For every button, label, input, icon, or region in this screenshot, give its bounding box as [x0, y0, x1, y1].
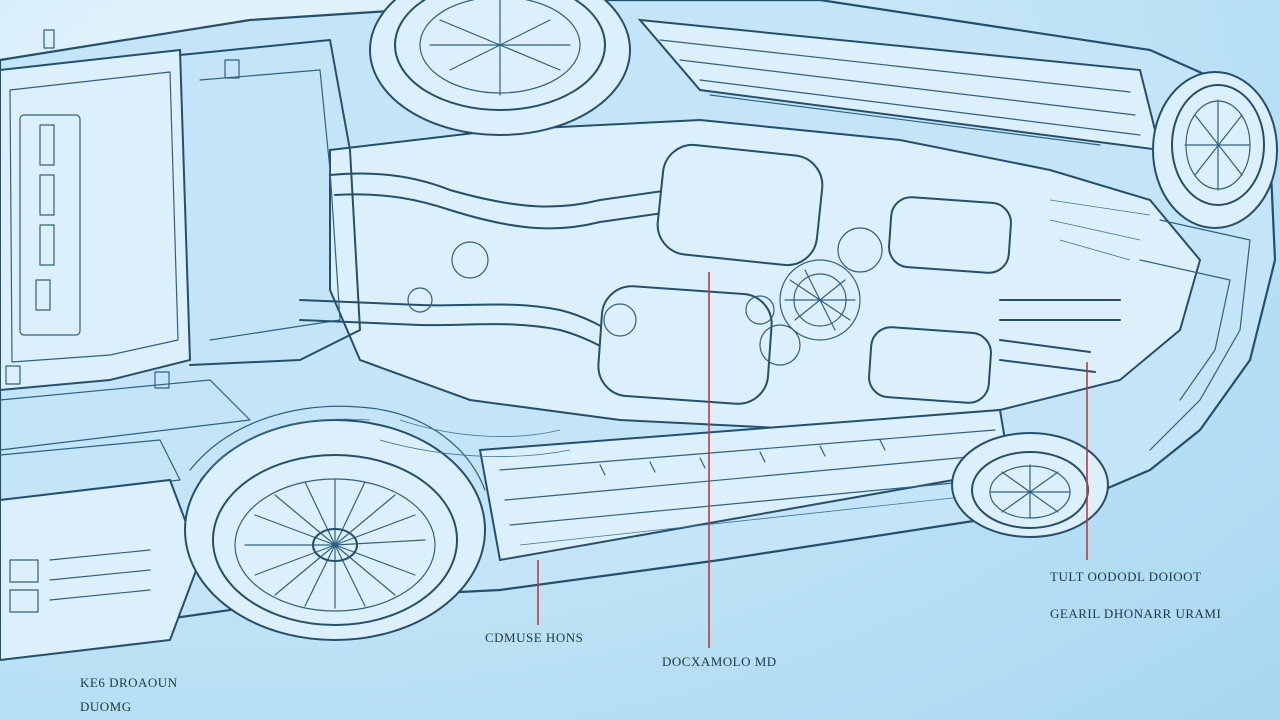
exhaust-pipe-upper: [329, 172, 671, 208]
label-right-lower: GEARIL DHONARR URAMI: [1050, 606, 1222, 621]
label-bottom-left-line2: DUOMG: [80, 699, 132, 714]
front-wheel-upper: [369, 0, 631, 136]
rear-wheel-lower: [951, 432, 1109, 538]
label-right-upper: TULT OODODL DOIOOT: [1050, 569, 1202, 584]
muffler-center: [597, 285, 773, 405]
front-bumper: [0, 48, 192, 392]
rear-wheel-upper: [1152, 71, 1278, 229]
label-center: DOCXAMOLO MD: [662, 654, 777, 669]
muffler-rear: [888, 196, 1012, 274]
label-center-left: CDMUSE HONS: [485, 630, 584, 645]
muffler-front: [656, 143, 824, 267]
label-bottom-left-line1: KE6 DROAOUN: [80, 675, 178, 690]
differential-cluster: [407, 227, 883, 366]
front-wheel-lower: [184, 405, 486, 641]
